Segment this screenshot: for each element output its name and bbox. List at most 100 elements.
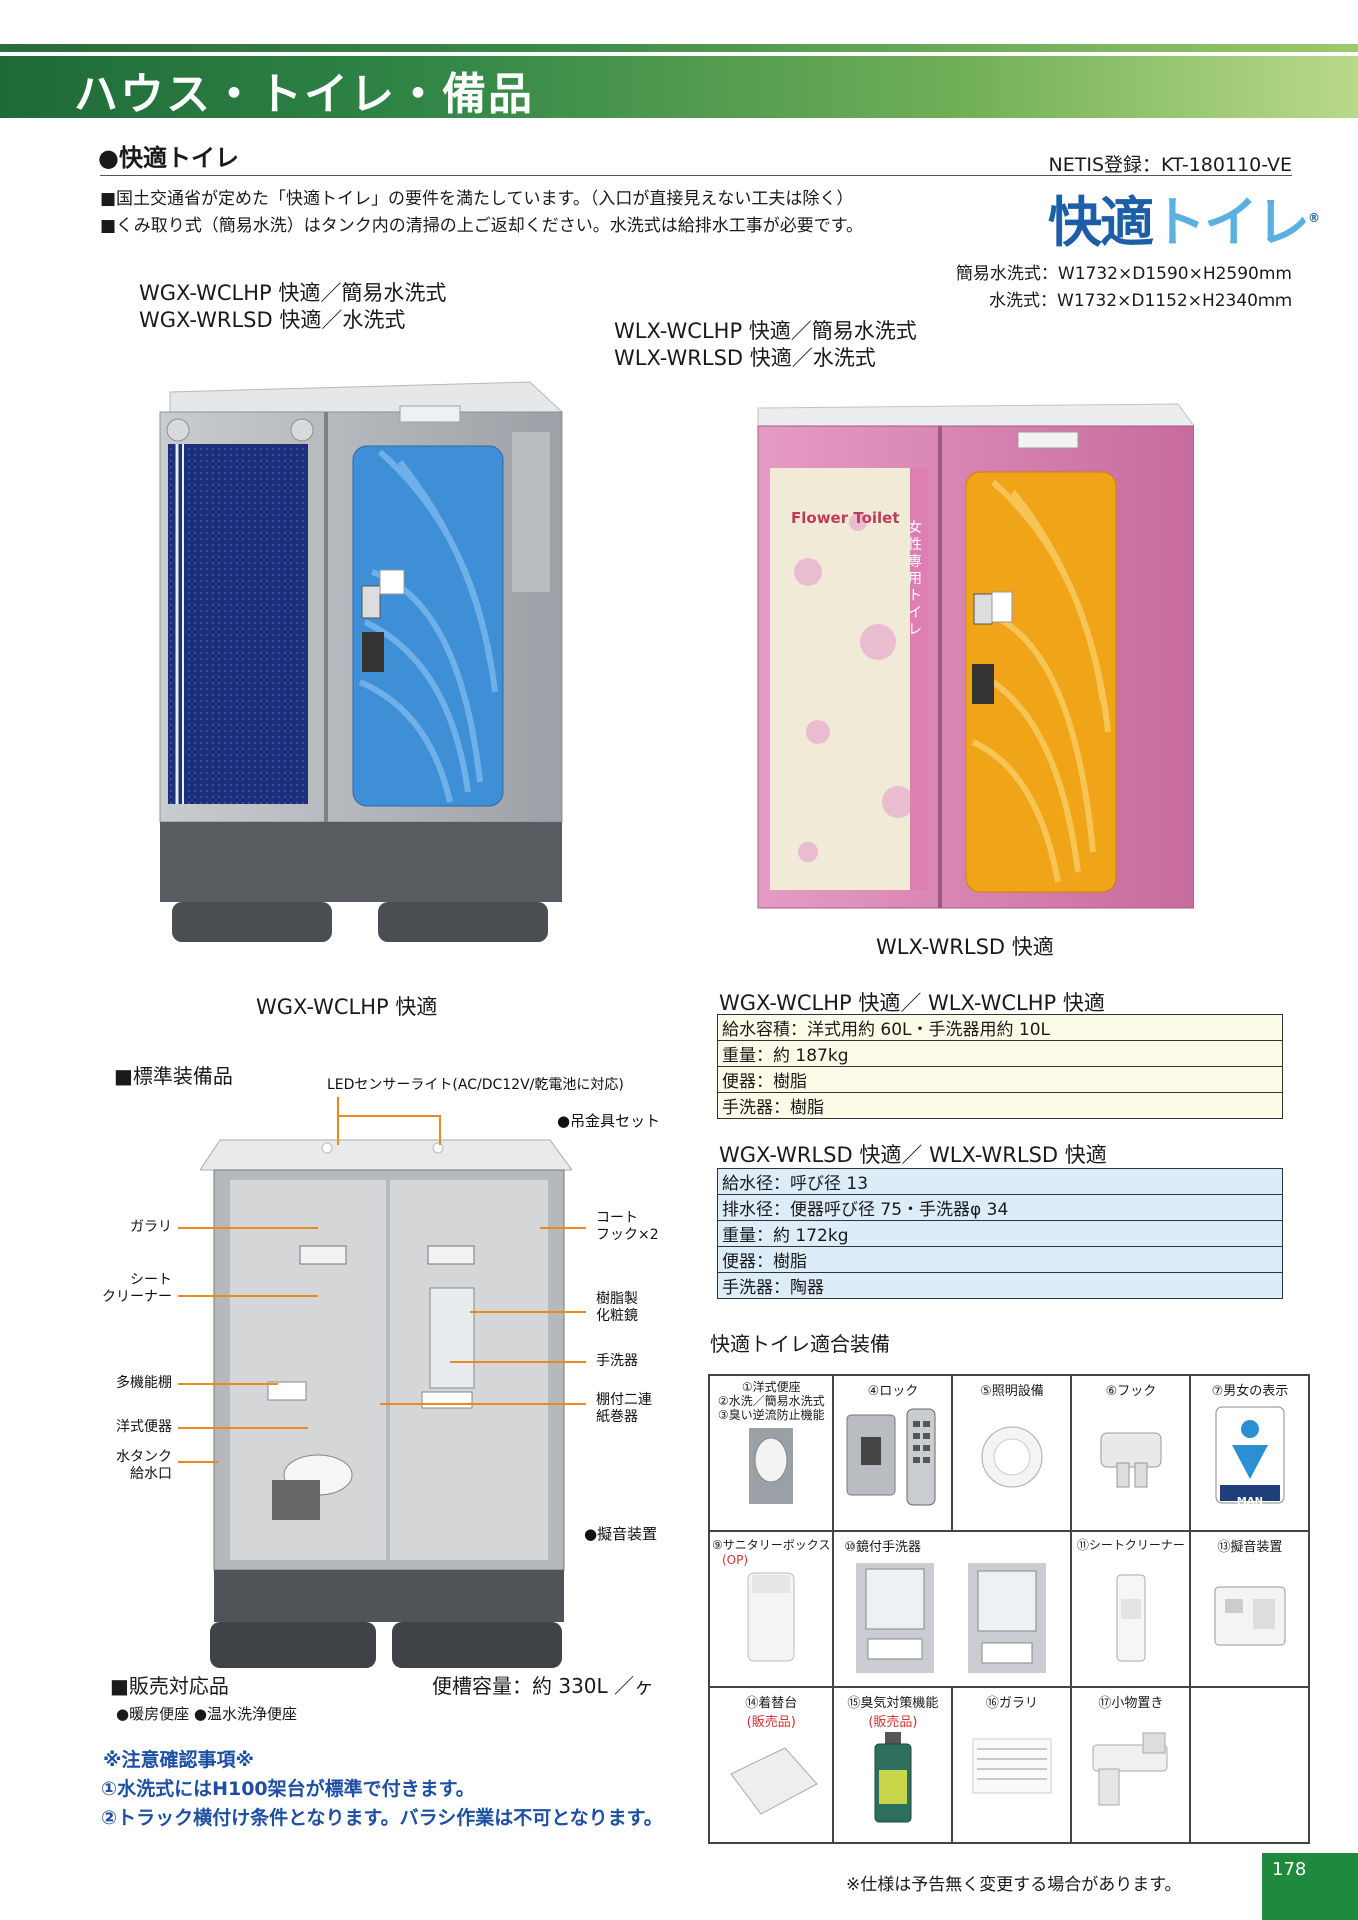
section-divider [100, 175, 1292, 176]
spec2-cell: 排水径：便器呼び径 75・手洗器φ 34 [717, 1194, 1283, 1221]
caption-wgx-wclhp: WGX-WCLHP 快適 [256, 995, 438, 1019]
spec1-row: 給水容積：洋式用約 60L・手洗器用約 10L [717, 1014, 1283, 1041]
equip-label: ①洋式便座 ②水洗／簡易水洗式 ③臭い逆流防止機能 [717, 1380, 825, 1422]
spec2-row: 便器：樹脂 [717, 1246, 1283, 1273]
equip-cell-15: ⑮臭気対策機能(販売品) [832, 1686, 954, 1844]
model-list-right: WLX-WCLHP 快適／簡易水洗式 WLX-WRLSD 快適／水洗式 [614, 318, 917, 372]
leader-line [337, 1097, 339, 1117]
footer-note: ※仕様は予告無く変更する場合があります。 [846, 1875, 1182, 1895]
equip-label: ⑰小物置き [1098, 1696, 1164, 1711]
sound-device-label: ●擬音装置 [584, 1525, 658, 1543]
flower-toilet-text: Flower Toilet [791, 509, 900, 527]
seat-cleaner-label: シート クリーナー [102, 1272, 172, 1305]
equip-cell-17: ⑰小物置き [1070, 1686, 1192, 1844]
warning-2: ②トラック横付け条件となります。バラシ作業は不可となります。 [101, 1807, 663, 1829]
caption-wlx-wrlsd: WLX-WRLSD 快適 [876, 935, 1054, 959]
sold-item-label: (販売品) [746, 1715, 796, 1730]
sales-title: ■販売対応品 [110, 1674, 229, 1698]
hook-icon [1100, 1432, 1162, 1488]
equipment-row: ⑭着替台 (販売品) ⑮臭気対策機能(販売品) ⑯ガラリ ⑰小物置き [707, 1686, 1311, 1844]
equip-label: ④ロック [867, 1384, 919, 1399]
led-sensor-label: LEDセンサーライト(AC/DC12V/乾電池に対応) [327, 1077, 624, 1093]
deodorant-bottle-icon [874, 1732, 912, 1823]
spec1-cell: 便器：樹脂 [717, 1066, 1283, 1093]
spec2-cell: 重量：約 172kg [717, 1220, 1283, 1247]
mirror-washer-icon [856, 1563, 1047, 1673]
equip-cell-5: ⑤照明設備 [951, 1374, 1073, 1532]
spec2-row: 給水径：呼び径 13 [717, 1168, 1283, 1195]
small-shelf-icon [1092, 1732, 1168, 1806]
leader-line [380, 1403, 586, 1405]
dimension-simple-flush: 簡易水洗式：W1732×D1590×H2590mm [955, 264, 1292, 284]
equip-label: ⑪シートクリーナー [1076, 1538, 1185, 1552]
spec2-title: WGX-WRLSD 快適／ WLX-WRLSD 快適 [719, 1143, 1107, 1167]
leader-line [540, 1227, 586, 1229]
women-only-text: 女性専用トイレ [908, 520, 922, 638]
paper-holder-label: 棚付二連 紙巻器 [596, 1392, 652, 1425]
spec1-row: 手洗器：樹脂 [717, 1092, 1283, 1119]
lock-icon [846, 1408, 936, 1506]
leader-line [178, 1295, 318, 1297]
multi-shelf-label: 多機能棚 [116, 1375, 172, 1391]
warning-1: ①水洗式にはH100架台が標準で付きます。 [101, 1778, 475, 1800]
spec2-row: 手洗器：陶器 [717, 1272, 1283, 1299]
equip-label: ⑬擬音装置 [1217, 1540, 1283, 1555]
changing-board-icon [730, 1747, 818, 1815]
equip-cell-empty [1189, 1686, 1311, 1844]
equipment-row: ①洋式便座 ②水洗／簡易水洗式 ③臭い逆流防止機能 ④ロック ⑤照明設備 ⑥フッ… [707, 1374, 1311, 1532]
spec2-table: 給水径：呼び径 13 排水径：便器呼び径 75・手洗器φ 34 重量：約 172… [717, 1168, 1283, 1299]
standard-equipment-title: ■標準装備品 [114, 1064, 233, 1088]
equip-cell-13: ⑬擬音装置 [1189, 1530, 1311, 1688]
leader-line [439, 1115, 441, 1145]
light-icon [981, 1426, 1043, 1488]
leader-line [450, 1361, 586, 1363]
spec2-cell: 給水径：呼び径 13 [717, 1168, 1283, 1195]
spec1-row: 便器：樹脂 [717, 1066, 1283, 1093]
hand-washer-label: 手洗器 [596, 1353, 638, 1369]
equip-label: ⑨サニタリーボックス [712, 1538, 831, 1552]
leader-line [178, 1227, 318, 1229]
banner [0, 56, 1358, 118]
equip-label: ⑯ガラリ [985, 1696, 1038, 1711]
spec1-cell: 重量：約 187kg [717, 1040, 1283, 1067]
kaiteki-toilet-logo: 快適トイレ® [1048, 178, 1320, 257]
dimension-flush: 水洗式：W1732×D1152×H2340ｍｍ [989, 291, 1292, 311]
leader-line [470, 1311, 586, 1313]
sanitary-box-icon [747, 1572, 795, 1662]
spec2-row: 重量：約 172kg [717, 1220, 1283, 1247]
equip-cell-11: ⑪シートクリーナー [1070, 1530, 1192, 1688]
equipment-title: 快適トイレ適合装備 [710, 1332, 890, 1356]
equip-cell-6: ⑥フック [1070, 1374, 1192, 1532]
leader-line [178, 1427, 308, 1429]
leader-line [178, 1461, 218, 1463]
netis-registration: NETIS登録：KT-180110-VE [1048, 154, 1292, 176]
equip-label: ⑦男女の表示 [1211, 1384, 1289, 1399]
note-2: ■くみ取り式（簡易水洗）はタンク内の清掃の上ご返却ください。水洗式は給排水工事が… [100, 216, 864, 236]
equipment-grid: ①洋式便座 ②水洗／簡易水洗式 ③臭い逆流防止機能 ④ロック ⑤照明設備 ⑥フッ… [707, 1374, 1311, 1844]
spec1-table: 給水容積：洋式用約 60L・手洗器用約 10L 重量：約 187kg 便器：樹脂… [717, 1014, 1283, 1119]
banner-title: ハウス・トイレ・備品 [74, 69, 534, 120]
interior-diagram [200, 1139, 572, 1668]
louver-icon [972, 1738, 1052, 1794]
hook-set-label: ●吊金具セット [557, 1112, 661, 1130]
note-1: ■国土交通省が定めた「快適トイレ」の要件を満たしています。（入口が直接見えない工… [100, 189, 854, 209]
equip-cell-1: ①洋式便座 ②水洗／簡易水洗式 ③臭い逆流防止機能 [707, 1374, 835, 1532]
leader-line [337, 1115, 441, 1117]
leader-line [337, 1115, 339, 1145]
logo-registered-mark: ® [1308, 211, 1320, 225]
model-left-1: WGX-WCLHP 快適／簡易水洗式 [139, 281, 447, 305]
equip-cell-9: ⑨サニタリーボックス(OP) [707, 1530, 835, 1688]
section-title: ●快適トイレ [98, 144, 239, 172]
spec2-cell: 便器：樹脂 [717, 1246, 1283, 1273]
toilet-seat-icon [749, 1428, 794, 1504]
model-right-1: WLX-WCLHP 快適／簡易水洗式 [614, 319, 917, 343]
equipment-row: ⑨サニタリーボックス(OP) ⑩鏡付手洗器 ⑪シートクリーナー ⑬擬音装置 [707, 1530, 1311, 1688]
equip-label: ⑭着替台 [745, 1696, 798, 1711]
logo-text-dark: 快適 [1048, 191, 1154, 254]
water-tank-inlet-label: 水タンク 給水口 [116, 1449, 172, 1482]
model-list-left: WGX-WCLHP 快適／簡易水洗式 WGX-WRLSD 快適／水洗式 [139, 280, 446, 334]
equip-label: ⑮臭気対策機能 [847, 1696, 939, 1711]
resin-mirror-label: 樹脂製 化粧鏡 [596, 1291, 638, 1324]
equip-label: ⑤照明設備 [980, 1384, 1044, 1399]
